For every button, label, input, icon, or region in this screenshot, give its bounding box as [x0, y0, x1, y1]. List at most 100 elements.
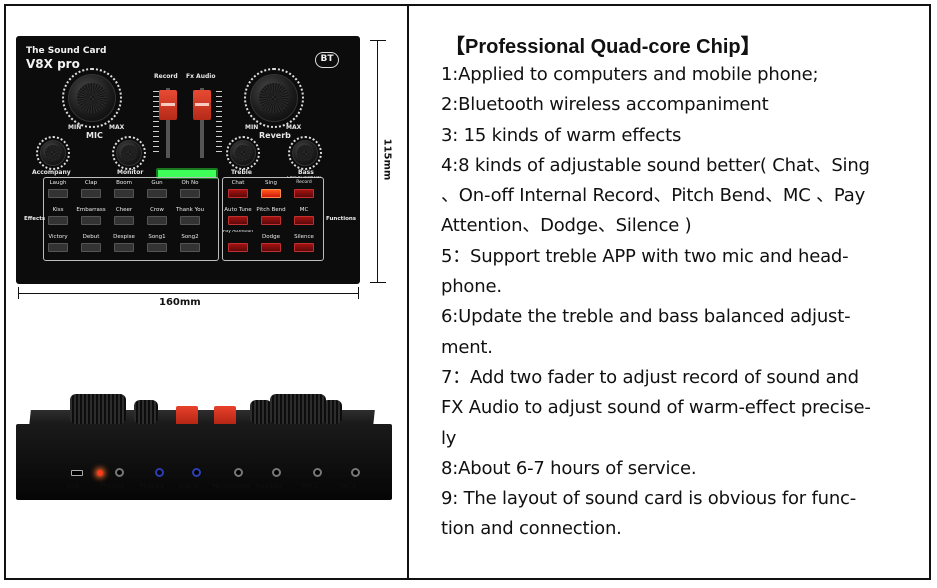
aux-in-jack [192, 468, 201, 477]
effects-pad-area [43, 177, 219, 261]
effect-pad-button[interactable] [147, 189, 167, 198]
function-pad-button[interactable] [261, 216, 281, 225]
sound-card-top-view: The Sound Card V8X pro BT MIN MAX MIC MI… [16, 36, 360, 284]
fx-fader-scale [216, 91, 222, 153]
spec-line: 4:8 kinds of adjustable sound better( Ch… [441, 154, 870, 176]
width-dimension-label: 160mm [159, 297, 201, 308]
effect-pad-button[interactable] [81, 243, 101, 252]
effect-pad-button[interactable] [48, 189, 68, 198]
front-mic-knob [70, 394, 126, 424]
front-small-knob-mid [250, 400, 272, 424]
function-pad-button[interactable] [294, 216, 314, 225]
product-image-panel: The Sound Card V8X pro BT MIN MAX MIC MI… [6, 6, 407, 578]
effect-pad-button[interactable] [81, 216, 101, 225]
effect-pad-button[interactable] [48, 216, 68, 225]
fx-audio-fader-handle[interactable] [193, 90, 211, 120]
reverb-label: Reverb [259, 131, 291, 140]
accompany-label: Accompany [32, 169, 71, 176]
effect-pad-label: Song2 [181, 234, 199, 240]
spec-line: 1:Applied to computers and mobile phone; [441, 64, 819, 85]
effect-pad-button[interactable] [48, 243, 68, 252]
bass-knob[interactable] [292, 140, 318, 166]
function-pad-label: Chat [231, 180, 245, 186]
reverb-max-label: MAX [286, 124, 302, 131]
function-pad-button[interactable] [261, 189, 281, 198]
brand-line: The Sound Card [26, 46, 107, 56]
height-dimension-cap-bottom [370, 282, 386, 283]
effect-pad-button[interactable] [180, 243, 200, 252]
effect-pad-button[interactable] [180, 216, 200, 225]
width-dimension-cap-right [358, 287, 359, 299]
function-pad-label: On-Off Internal Record [287, 176, 321, 185]
accompany-knob-ring [36, 136, 70, 170]
reverb-knob[interactable] [250, 74, 298, 122]
effect-pad-button[interactable] [147, 243, 167, 252]
port-label: Headphone [212, 482, 250, 490]
effect-pad-button[interactable] [147, 216, 167, 225]
function-pad-button[interactable] [228, 189, 248, 198]
headset-jack [272, 468, 281, 477]
height-dimension-cap-top [370, 40, 386, 41]
function-pad-label: Dodge [262, 234, 280, 240]
effect-pad-label: Despise [113, 234, 135, 240]
function-pad-button[interactable] [261, 243, 281, 252]
effect-pad-label: Clap [84, 180, 98, 186]
functions-label: Functions [326, 216, 357, 222]
spec-line: tion and connection. [441, 518, 622, 540]
spec-line: FX Audio to adjust sound of warm-effect … [441, 397, 871, 419]
effect-pad-label: Gun [151, 180, 163, 186]
port-label: Phone2 [99, 482, 125, 490]
front-record-fader [176, 406, 198, 428]
front-small-knob-right [322, 400, 342, 424]
spec-line: 5：Support treble APP with two mic and he… [441, 245, 849, 267]
function-pad-button[interactable] [228, 216, 248, 225]
function-pad-button[interactable] [228, 243, 248, 252]
sound-card-front-view [16, 424, 392, 500]
outer-frame [4, 4, 931, 580]
fx-fader-track [200, 88, 204, 158]
effect-pad-button[interactable] [114, 189, 134, 198]
spec-title: 【Professional Quad-core Chip】 [445, 36, 761, 58]
record-fader-scale [153, 91, 159, 153]
spec-line: 6:Update the treble and bass balanced ad… [441, 306, 851, 328]
treble-knob[interactable] [230, 140, 256, 166]
spec-line: Attention、Dodge、Silence ) [441, 215, 692, 237]
effect-pad-button[interactable] [114, 243, 134, 252]
mic-knob-ring [62, 68, 122, 128]
spec-panel: 【Professional Quad-core Chip】 1:Applied … [409, 6, 929, 578]
usb-port [71, 470, 83, 476]
bass-label: Bass [298, 169, 314, 176]
phone2-jack [115, 468, 124, 477]
spec-line: 9: The layout of sound card is obvious f… [441, 488, 857, 510]
accompany-knob[interactable] [40, 140, 66, 166]
functions-pad-area [222, 177, 324, 261]
reverb-knob-ring [244, 68, 304, 128]
mic1-jack [351, 468, 360, 477]
effect-pad-label: Laugh [49, 180, 67, 186]
effect-pad-label: Oh No [181, 180, 199, 186]
height-dimension-label: 115mm [381, 138, 393, 181]
effect-pad-button[interactable] [114, 216, 134, 225]
effect-pad-label: Boom [116, 180, 132, 186]
function-pad-button[interactable] [294, 243, 314, 252]
spec-line: 、On-off Internal Record、Pitch Bend、MC 、P… [441, 185, 866, 207]
function-pad-button[interactable] [294, 189, 314, 198]
mic-knob[interactable] [68, 74, 116, 122]
headphone-jack [234, 468, 243, 477]
record-fader-handle[interactable] [159, 90, 177, 120]
effect-pad-label: Victory [48, 234, 68, 240]
port-label: Aux In [178, 482, 200, 490]
level-meter [156, 168, 218, 179]
function-pad-label: MC [299, 207, 309, 213]
model-name: V8X pro [26, 57, 80, 71]
front-reverb-knob [270, 394, 326, 424]
monitor-knob[interactable] [116, 140, 142, 166]
spec-line: ly [441, 427, 457, 449]
function-pad-label: Sing [265, 180, 277, 186]
effect-pad-button[interactable] [81, 189, 101, 198]
port-label: MIC1 [339, 482, 357, 490]
effect-pad-button[interactable] [180, 189, 200, 198]
mic-max-label: MAX [109, 124, 125, 131]
spec-line: ment. [441, 336, 493, 358]
port-label: Headset [255, 482, 283, 490]
